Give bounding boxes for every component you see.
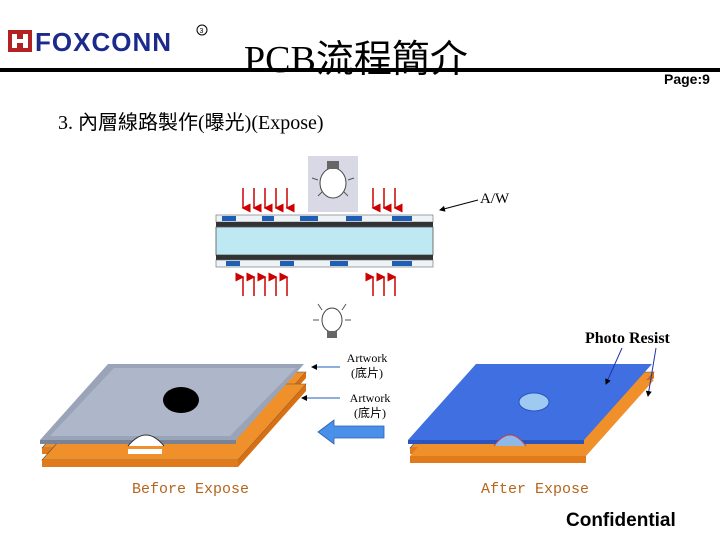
aw-label: A/W — [480, 191, 510, 207]
artwork-label-top-sub: (底片) — [351, 366, 383, 380]
svg-text:3: 3 — [200, 28, 204, 35]
foxconn-logo: FOXCONN 3 — [8, 22, 208, 63]
logo-text: FOXCONN — [35, 27, 172, 57]
artwork-label-top-text: Artwork — [346, 351, 388, 365]
page-number: Page:9 — [664, 71, 710, 87]
page-title: PCB流程簡介 — [244, 39, 468, 81]
board-cross-section — [215, 214, 434, 268]
artwork-label-top: Artwork (底片) — [340, 351, 394, 381]
before-expose-board — [40, 364, 307, 467]
transition-arrow-icon — [317, 419, 385, 445]
artwork-label-bottom: Artwork (底片) — [343, 391, 397, 421]
light-arrows-bottom — [235, 272, 397, 296]
aw-pointer — [439, 199, 479, 212]
section-title: 3. 內層線路製作(曝光)(Expose) — [58, 112, 324, 134]
after-expose-board — [408, 364, 655, 463]
confidential-label: Confidential — [566, 510, 676, 531]
photo-resist-label: Photo Resist — [585, 330, 670, 347]
header-divider — [0, 68, 720, 72]
artwork-label-bottom-sub: (底片) — [354, 406, 386, 420]
before-expose-caption: Before Expose — [132, 481, 250, 498]
photo-resist-pointer-2 — [645, 347, 657, 397]
artwork-label-bottom-text: Artwork — [349, 391, 391, 405]
top-light-bulb-icon — [308, 156, 358, 212]
photo-resist-pointer-1 — [605, 347, 623, 385]
light-arrows-top — [241, 188, 403, 213]
after-expose-caption: After Expose — [481, 481, 590, 498]
bottom-light-bulb-icon — [313, 303, 351, 338]
